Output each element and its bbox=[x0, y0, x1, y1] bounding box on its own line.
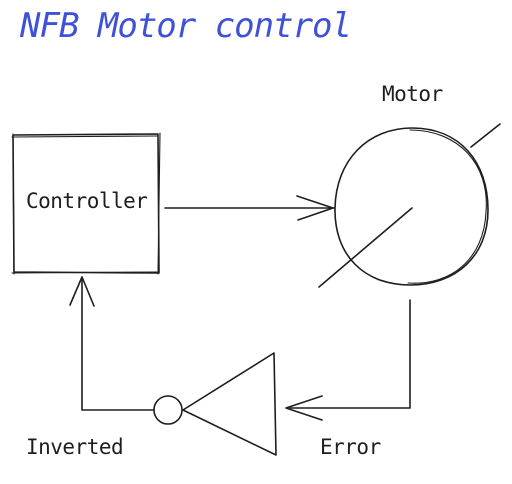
error-label: Error bbox=[320, 435, 381, 459]
feedback-path-inverted bbox=[69, 276, 155, 411]
inverted-label: Inverted bbox=[26, 435, 124, 459]
controller-box[interactable] bbox=[11, 132, 161, 275]
feedback-path-error bbox=[285, 299, 411, 421]
arrow-controller-to-motor bbox=[164, 195, 335, 221]
inverter-amplifier[interactable] bbox=[153, 352, 277, 456]
motor-shaft bbox=[318, 123, 501, 288]
diagram-title: NFB Motor control bbox=[20, 6, 352, 46]
controller-label: Controller bbox=[26, 189, 148, 213]
motor-label: Motor bbox=[382, 82, 443, 106]
motor-circle[interactable] bbox=[334, 127, 489, 286]
